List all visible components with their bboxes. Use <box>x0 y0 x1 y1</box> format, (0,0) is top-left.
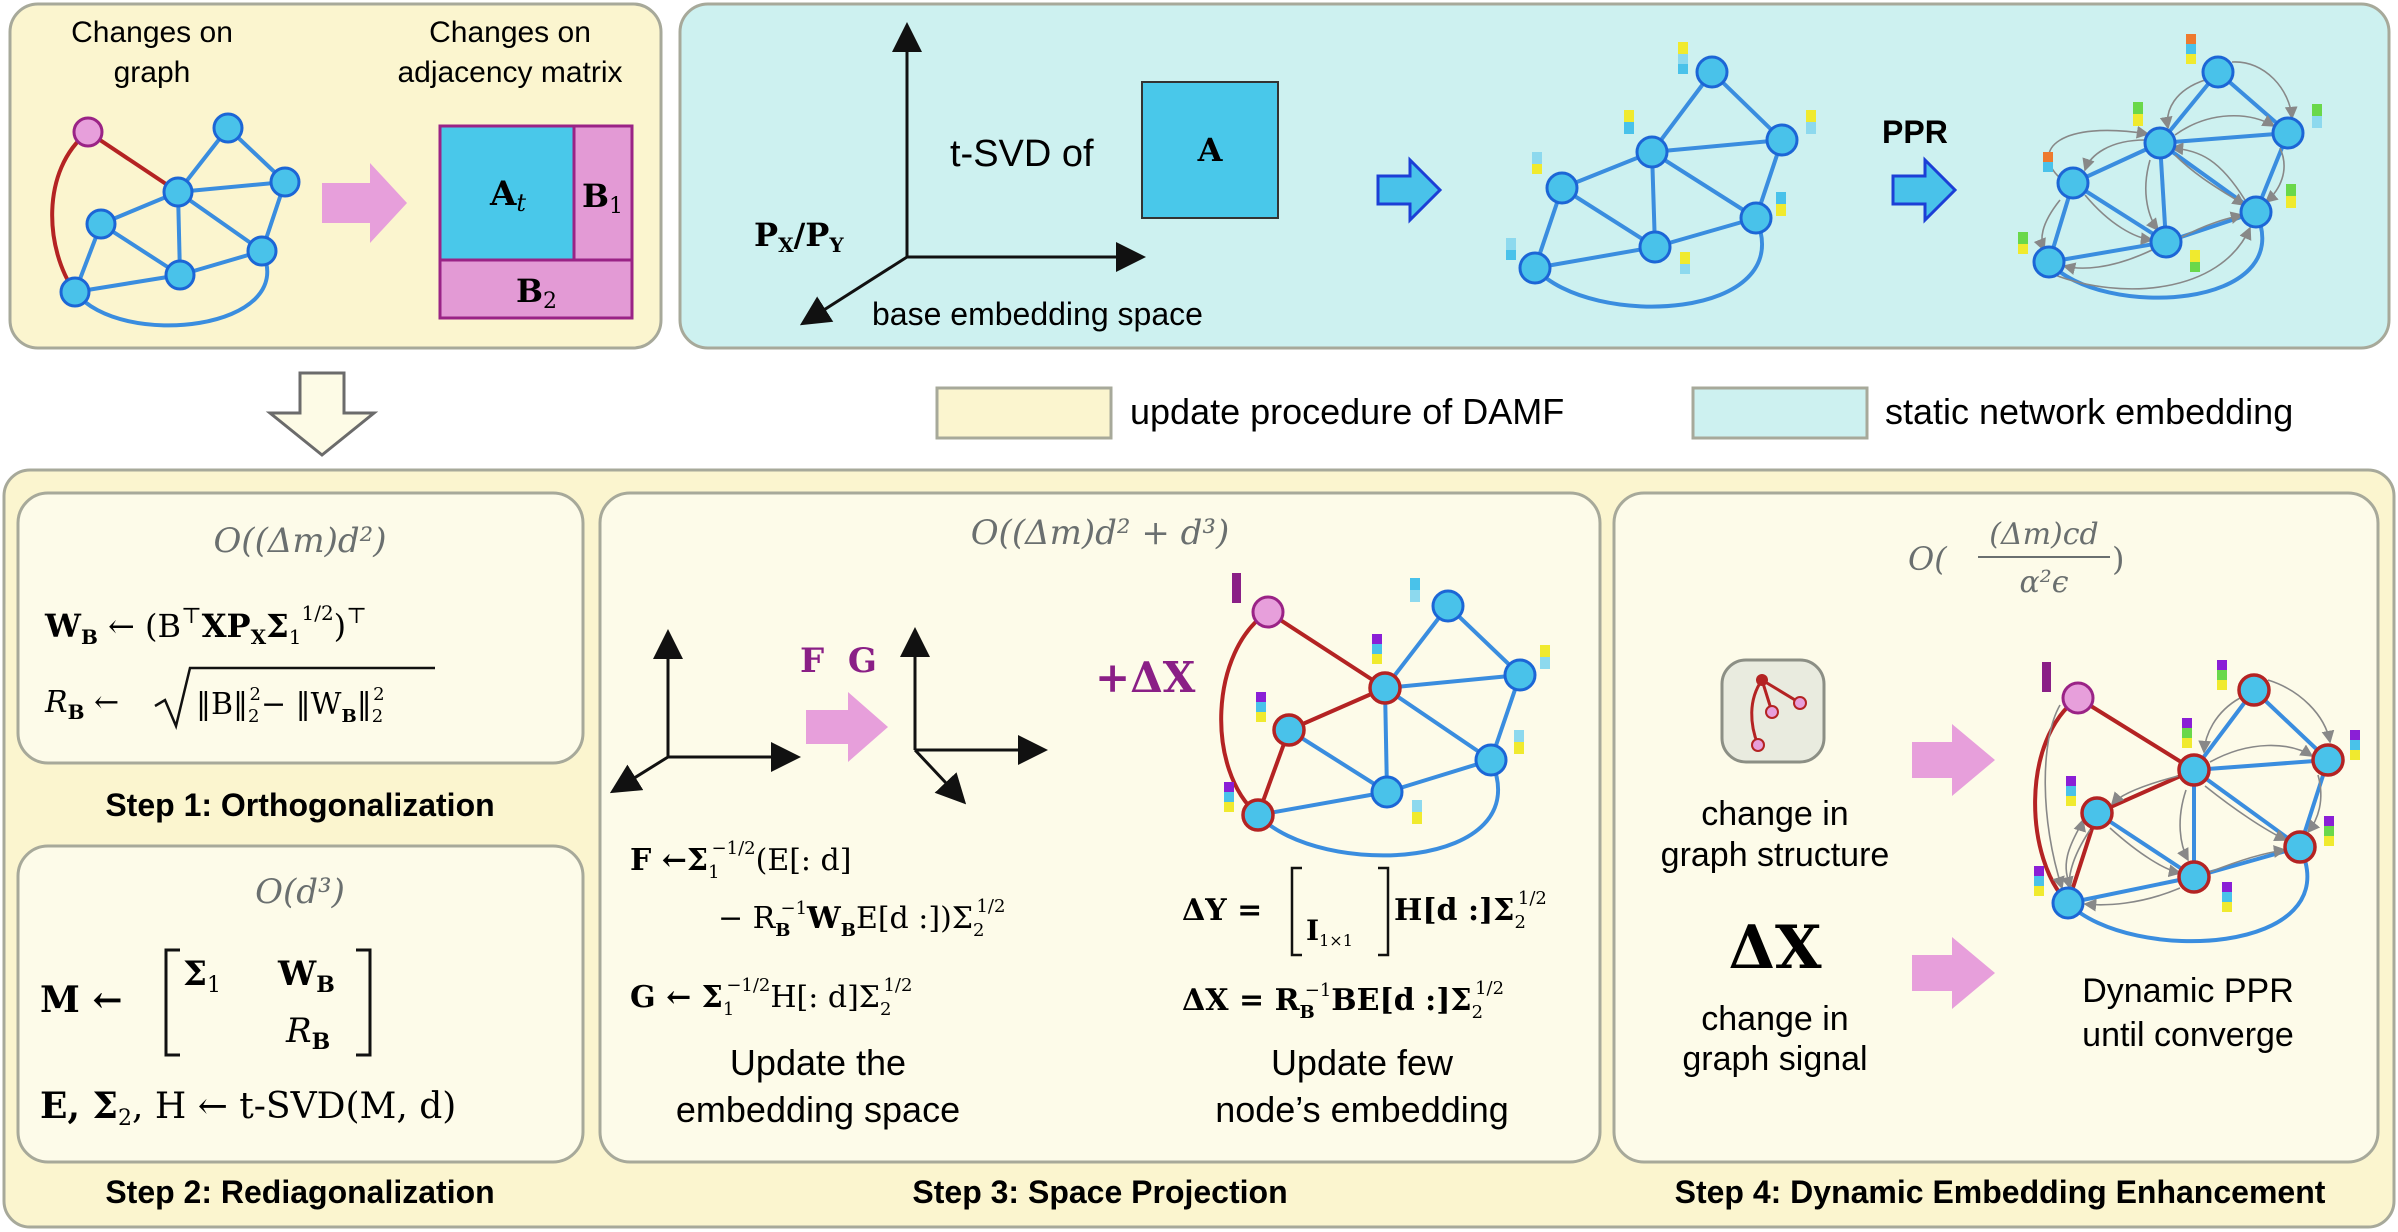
base-space-label: base embedding space <box>872 296 1203 332</box>
signal-label-1: change in <box>1701 1000 1848 1038</box>
step4-graph <box>2033 660 2360 944</box>
bracket-right <box>356 948 372 1057</box>
structure-label-2: graph structure <box>1661 836 1890 874</box>
step1-complexity: O((Δm)d²) <box>213 521 386 561</box>
dy-identity: I1×1 <box>1306 914 1353 950</box>
pink-arrow-step4-a <box>1912 724 1995 796</box>
step1-box <box>16 491 585 765</box>
embedded-graph <box>1506 42 1816 309</box>
step2-complexity: O(d³) <box>255 872 345 912</box>
pink-arrow-top <box>322 163 407 243</box>
legend-static-swatch <box>1691 386 1869 440</box>
axes-before <box>609 629 801 794</box>
step4-complexity: O( <box>1908 540 1948 578</box>
down-arrow <box>265 371 379 457</box>
dy-bracket-right <box>1378 866 1390 957</box>
matrix-a-label: A <box>1197 131 1224 169</box>
step2-title: Step 2: Rediagonalization <box>105 1174 494 1210</box>
tsvd-label: t-SVD of <box>950 133 1094 175</box>
changes-matrix-line2: adjacency matrix <box>397 56 622 89</box>
axes-after <box>900 627 1048 805</box>
bracket-left <box>164 948 180 1057</box>
embedding-axes <box>799 22 1146 326</box>
step3-f-eq-line1: F ←Σ1−1/2(E[: d] <box>630 838 851 883</box>
step1-title: Step 1: Orthogonalization <box>105 787 494 823</box>
step1-eq-r-body: ‖B‖22− ‖WB‖22 <box>196 684 385 727</box>
legend-update-label: update procedure of DAMF <box>1130 391 1564 432</box>
step2-rb: RB <box>285 1011 330 1055</box>
structure-label-1: change in <box>1701 795 1848 833</box>
step3-g-eq: G ← Σ1−1/2H[: d]Σ21/2 <box>630 975 912 1020</box>
step1-eq-r: RB ← <box>44 685 119 724</box>
ppr-label: PPR <box>1882 114 1948 150</box>
step3-title: Step 3: Space Projection <box>912 1174 1287 1210</box>
step3-caption-left-2: embedding space <box>676 1089 960 1130</box>
changes-graph-line2: graph <box>114 56 191 89</box>
step4-complexity-close: ) <box>2112 540 2124 578</box>
signal-label-2: graph signal <box>1682 1040 1867 1078</box>
step3-caption-right-2: node’s embedding <box>1215 1089 1509 1130</box>
step3-dy-eq-b: H[d :]Σ21/2 <box>1394 888 1547 933</box>
step4-delta-x: ΔX <box>1728 913 1822 983</box>
step4-complexity-num: (Δm)cd <box>1989 517 2099 552</box>
changes-graph-line1: Changes on <box>71 16 233 49</box>
step3-dy-eq: ΔY = <box>1182 893 1262 928</box>
step3-graph <box>1219 573 1550 858</box>
matrix-a-box <box>1141 81 1279 219</box>
static-embedding-panel <box>678 2 2391 350</box>
small-graph <box>50 112 301 328</box>
block-at: At <box>489 174 526 217</box>
step2-wb: WB <box>277 954 335 998</box>
step3-caption-right-1: Update few <box>1271 1042 1454 1083</box>
step3-complexity: O((Δm)d² + d³) <box>971 513 1230 553</box>
step3-caption-left-1: Update the <box>730 1042 906 1083</box>
ppr-label-2: until converge <box>2082 1016 2294 1054</box>
step2-box <box>16 844 585 1164</box>
projection-label: PX/PY <box>754 216 844 257</box>
block-matrix: At B1 B2 <box>438 124 634 320</box>
pink-arrow-step4-b <box>1912 937 1995 1009</box>
step2-esh: E, Σ2, H ← t-SVD(M, d) <box>40 1085 456 1131</box>
pink-arrow-step3 <box>806 692 888 762</box>
blue-arrow-1 <box>1376 156 1443 224</box>
step3-f-eq-line2: − RB−1WBE[d :])Σ21/2 <box>718 896 1005 941</box>
legend-static-label: static network embedding <box>1885 391 2293 432</box>
dy-bracket-left <box>1290 866 1302 957</box>
block-b2: B2 <box>516 272 557 314</box>
ppr-graph <box>2018 34 2322 300</box>
step1-eq-w: WB ← (B⊤XPXΣ11/2)⊤ <box>44 601 367 649</box>
step3-dx-eq: ΔX = RB−1BE[d :]Σ21/2 <box>1182 978 1504 1023</box>
step4-title: Step 4: Dynamic Embedding Enhancement <box>1675 1174 2326 1210</box>
step2-sigma1: Σ1 <box>183 954 221 998</box>
block-b1: B1 <box>582 177 623 219</box>
structure-icon <box>1750 674 1807 752</box>
fg-label: F G <box>800 641 877 681</box>
step4-complexity-den: α²ϵ <box>2019 565 2068 600</box>
delta-x-label: +ΔX <box>1095 653 1196 702</box>
changes-matrix-line1: Changes on <box>429 16 591 49</box>
step2-m-lhs: M ← <box>40 979 123 1021</box>
blue-arrow-2 <box>1891 156 1958 224</box>
ppr-label-1: Dynamic PPR <box>2082 972 2294 1010</box>
legend-update-swatch <box>935 386 1113 440</box>
sqrt-sign <box>154 666 435 730</box>
step3-box <box>598 491 1602 1164</box>
